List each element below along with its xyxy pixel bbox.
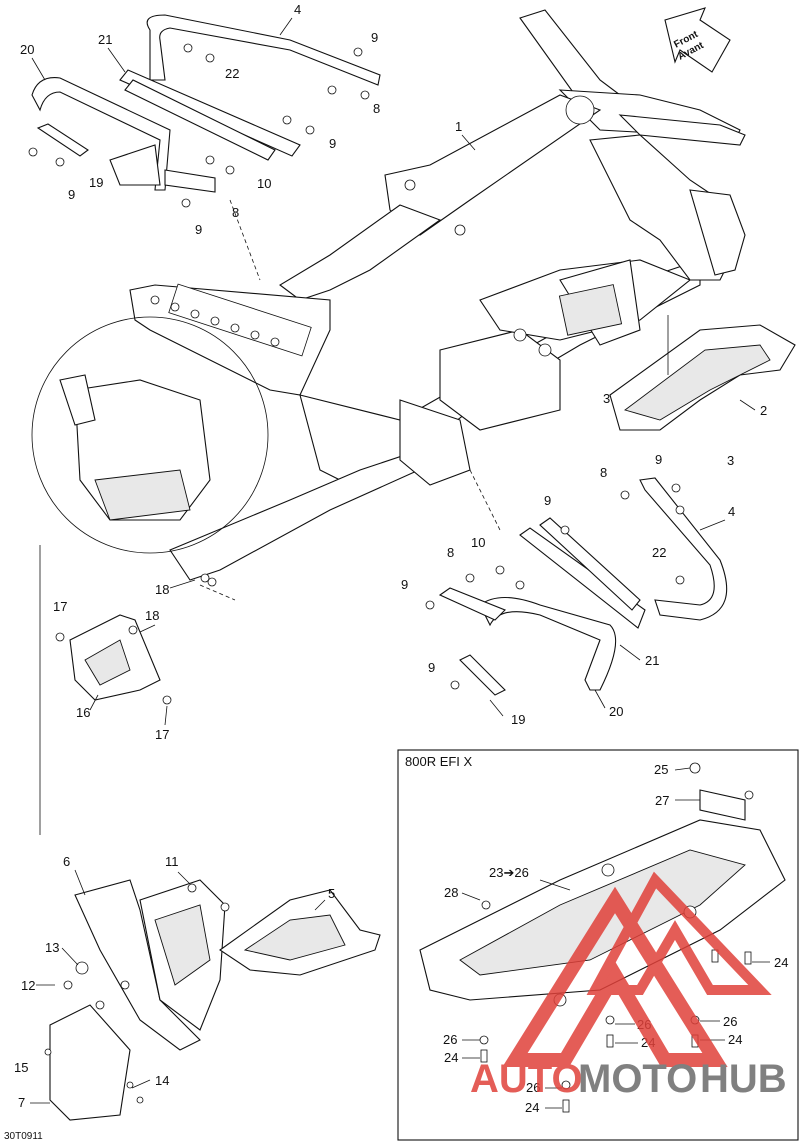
callout-8: 8 [373, 101, 380, 116]
callout-4: 4 [294, 2, 301, 17]
callout-9: 9 [428, 660, 435, 675]
inset-title: 800R EFI X [405, 754, 473, 769]
callout-28: 28 [444, 885, 458, 900]
callout-8: 8 [447, 545, 454, 560]
callout-9: 9 [401, 577, 408, 592]
callout-12: 12 [21, 978, 35, 993]
callout-8: 8 [600, 465, 607, 480]
callout-9: 9 [329, 136, 336, 151]
callout-13: 13 [45, 940, 59, 955]
callout-25: 25 [654, 762, 668, 777]
callout-19: 19 [89, 175, 103, 190]
callout-20: 20 [609, 704, 623, 719]
callout-24: 24 [774, 955, 788, 970]
callout-27: 27 [655, 793, 669, 808]
callout-5: 5 [328, 886, 335, 901]
callout-18: 18 [155, 582, 169, 597]
callout-19: 19 [511, 712, 525, 727]
callout-18: 18 [145, 608, 159, 623]
front-bumper-assembly [199, 469, 728, 696]
callout-9: 9 [195, 222, 202, 237]
callout-21: 21 [98, 32, 112, 47]
watermark-moto: MOTO [578, 1057, 697, 1101]
callout-24: 24 [525, 1100, 539, 1115]
watermark-hub: HUB [700, 1057, 787, 1101]
callout-3: 3 [727, 453, 734, 468]
bracket-part-16 [55, 614, 172, 705]
skid-plate-part-2 [609, 315, 796, 431]
callout-6: 6 [63, 854, 70, 869]
callout-8: 8 [232, 205, 239, 220]
bottom-left-assembly [44, 879, 381, 1121]
callout-17: 17 [155, 727, 169, 742]
callout-15: 15 [14, 1060, 28, 1075]
callout-3: 3 [603, 391, 610, 406]
callout-14: 14 [155, 1073, 169, 1088]
callout-22: 22 [652, 545, 666, 560]
callout-10: 10 [471, 535, 485, 550]
callout-26: 26 [443, 1032, 457, 1047]
callout-1: 1 [455, 119, 462, 134]
callout-24: 24 [728, 1032, 742, 1047]
callout-9: 9 [68, 187, 75, 202]
callout-16: 16 [76, 705, 90, 720]
callout-11: 11 [165, 854, 179, 869]
callout-26: 26 [723, 1014, 737, 1029]
frame-holes [150, 95, 595, 587]
front-direction-arrow-icon: Front Avant [664, 7, 731, 73]
callout-10: 10 [257, 176, 271, 191]
detail-magnifier-circle [31, 316, 269, 835]
callout-9: 9 [655, 452, 662, 467]
leader-lines [30, 17, 770, 1109]
drawing-code: 30T0911 [4, 1131, 43, 1142]
rear-bumper-assembly-upper [28, 14, 381, 281]
callout-4: 4 [728, 504, 735, 519]
callout-22: 22 [225, 66, 239, 81]
callout-21: 21 [645, 653, 659, 668]
callout-20: 20 [20, 42, 34, 57]
main-frame-part [129, 9, 746, 587]
callout-7: 7 [18, 1095, 25, 1110]
callout-2: 2 [760, 403, 767, 418]
callout-23-26: 23➔26 [489, 865, 529, 880]
callout-9: 9 [544, 493, 551, 508]
callout-26: 26 [526, 1080, 540, 1095]
callout-9: 9 [371, 30, 378, 45]
automotohub-watermark-logo: AUTO MOTO HUB [470, 871, 787, 1101]
callout-24: 24 [444, 1050, 458, 1065]
watermark-auto: AUTO [470, 1057, 583, 1101]
callout-17: 17 [53, 599, 67, 614]
